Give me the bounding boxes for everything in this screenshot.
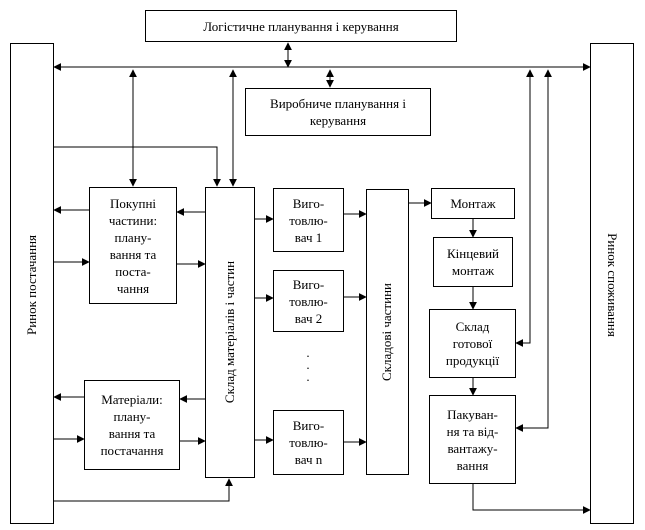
supply-market-label: Ринок постачання xyxy=(24,234,39,336)
logistics-planning-label: Логістичне планування і керування xyxy=(203,18,399,34)
materials-parts-warehouse-label: Склад матеріалів і частин xyxy=(222,260,237,404)
manufacturer-2-label: Виго- товлю- вач 2 xyxy=(289,276,328,326)
materials-parts-warehouse-box xyxy=(205,187,255,478)
purchased-parts-box: Покупні частини: плану- вання та поста- … xyxy=(89,187,177,304)
consumer-market-label: Ринок споживання xyxy=(605,233,620,337)
packing-to-consumer-arrow xyxy=(472,484,591,514)
assembly-label: Монтаж xyxy=(450,196,496,211)
supply-warehouse-bottom-link xyxy=(54,478,233,502)
manufacturer-1-box: Виго- товлю- вач 1 xyxy=(273,188,344,252)
supply-market-box xyxy=(10,43,54,524)
production-planning-label: Виробниче планування і керування xyxy=(270,96,406,128)
logistics-planning-box: Логістичне планування і керування xyxy=(145,10,457,42)
consumer-market-box xyxy=(590,43,634,524)
packing-shipping-box: Пакуван- ня та від- вантажу- вання xyxy=(429,395,516,484)
production-planning-box: Виробниче планування і керування xyxy=(245,88,431,136)
supply-warehouse-link xyxy=(54,146,221,187)
manufacturer-n-box: Виго- товлю- вач n xyxy=(273,410,344,475)
component-parts-label: Складові частини xyxy=(379,283,394,381)
manufacturer-ellipsis: . . . xyxy=(306,345,310,384)
packing-shipping-label: Пакуван- ня та від- вантажу- вання xyxy=(446,406,499,473)
component-parts-box xyxy=(366,189,409,475)
final-assembly-label: Кінцевий монтаж xyxy=(446,246,500,278)
finished-bus-link xyxy=(515,69,534,347)
materials-label: Матеріали: плану- вання та постачання xyxy=(100,392,164,458)
manufacturer-1-label: Виго- товлю- вач 1 xyxy=(289,195,328,245)
manufacturer-2-box: Виго- товлю- вач 2 xyxy=(273,270,344,332)
purchased-parts-label: Покупні частини: плану- вання та поста- … xyxy=(108,195,158,296)
manufacturer-n-label: Виго- товлю- вач n xyxy=(289,418,328,467)
finished-goods-warehouse-box: Склад готової продукції xyxy=(429,309,516,378)
materials-box: Матеріали: плану- вання та постачання xyxy=(84,380,180,470)
finished-goods-warehouse-label: Склад готової продукції xyxy=(445,319,500,368)
assembly-box: Монтаж xyxy=(431,188,515,219)
packing-bus-link xyxy=(515,69,552,432)
final-assembly-box: Кінцевий монтаж xyxy=(433,237,513,287)
